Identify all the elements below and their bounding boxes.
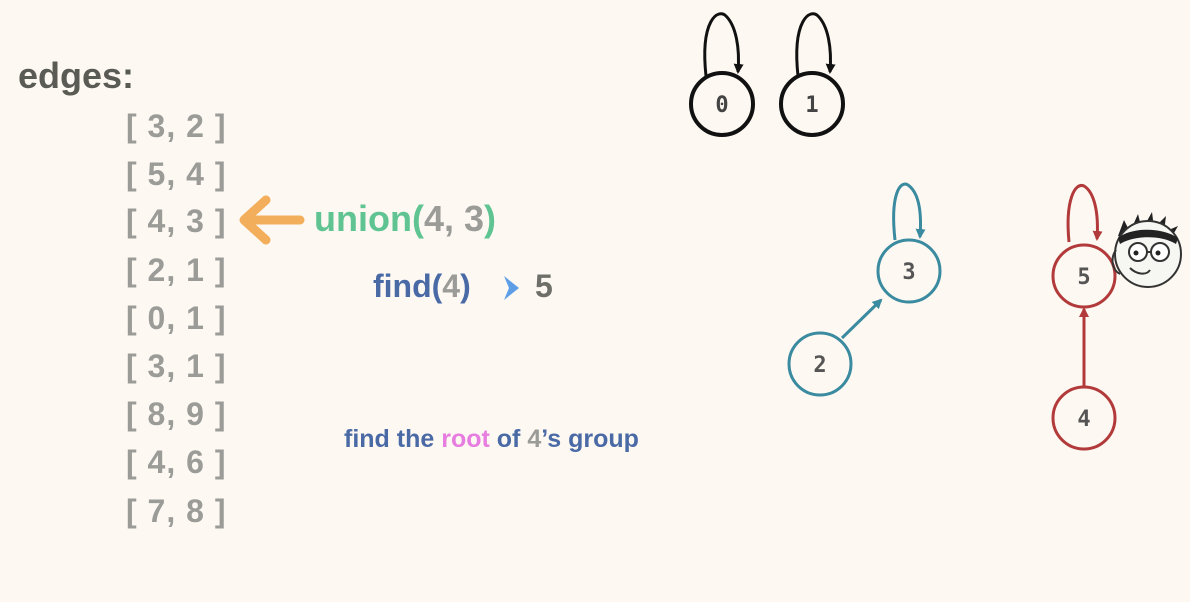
current-edge-arrow-icon <box>239 195 305 245</box>
node-1: 1 <box>779 71 845 137</box>
node-4: 4 <box>1051 385 1117 451</box>
edge-item: [ 2, 1 ] <box>126 252 227 288</box>
node-0: 0 <box>689 71 755 137</box>
find-call: find(4) <box>373 268 471 304</box>
edge-item: [ 3, 1 ] <box>126 348 227 384</box>
node-3: 3 <box>876 238 942 304</box>
edges-title: edges: <box>18 55 135 96</box>
self-loop-3 <box>892 182 926 241</box>
self-loop-0 <box>703 12 744 77</box>
link-2-to-3 <box>840 298 883 340</box>
node-2: 2 <box>787 331 853 397</box>
edge-item-current: [ 4, 3 ] <box>126 203 227 239</box>
cartoon-face-icon <box>1111 212 1182 288</box>
self-loop-5 <box>1066 184 1103 243</box>
result-pointer-icon <box>504 276 519 300</box>
edge-item: [ 7, 8 ] <box>126 493 227 529</box>
svg-text:0: 0 <box>715 93 728 118</box>
self-loop-1 <box>795 12 836 77</box>
edge-item: [ 5, 4 ] <box>126 156 227 192</box>
svg-text:1: 1 <box>805 93 818 118</box>
edge-item: [ 4, 6 ] <box>126 444 227 480</box>
svg-text:5: 5 <box>1077 265 1090 290</box>
svg-text:2: 2 <box>813 353 826 378</box>
find-root-note: find the root of 4’s group <box>344 425 639 453</box>
union-call: union(4, 3) <box>314 198 496 239</box>
edge-item: [ 8, 9 ] <box>126 396 227 432</box>
edge-item: [ 3, 2 ] <box>126 108 227 144</box>
svg-text:4: 4 <box>1077 407 1090 432</box>
find-result: 5 <box>535 268 553 304</box>
node-5: 5 <box>1051 243 1117 309</box>
svg-text:3: 3 <box>902 260 915 285</box>
edge-item: [ 0, 1 ] <box>126 300 227 336</box>
